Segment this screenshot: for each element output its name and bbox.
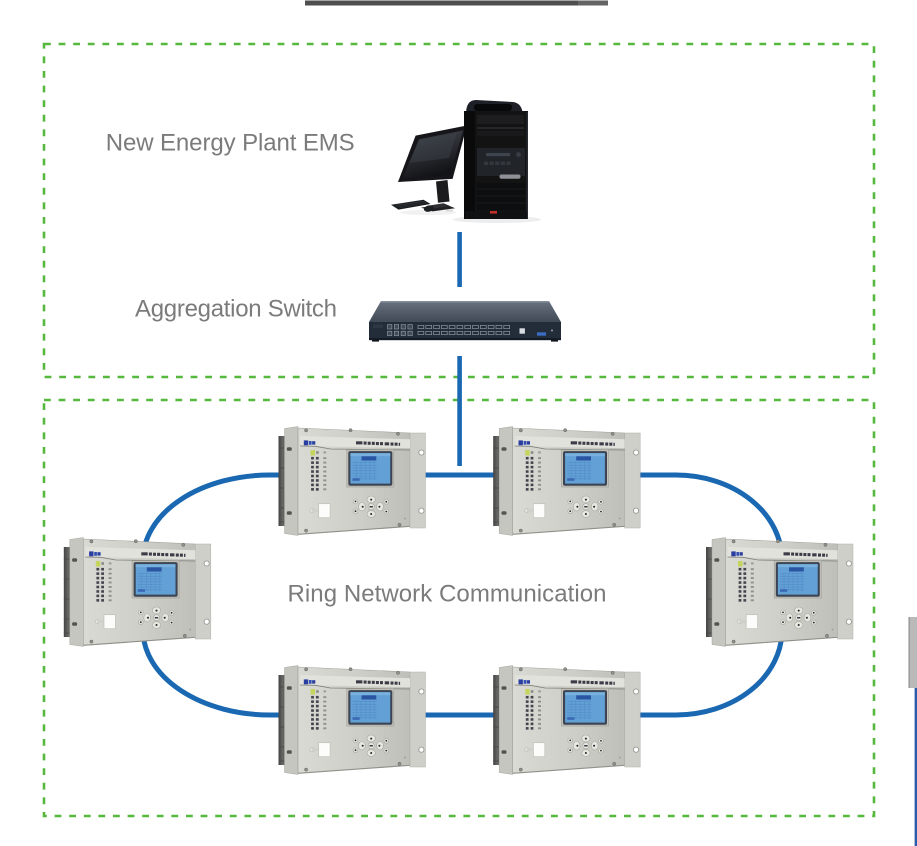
- svg-text:Ring Network Communication: Ring Network Communication: [288, 581, 607, 608]
- svg-text:Aggregation Switch: Aggregation Switch: [135, 295, 337, 322]
- svg-text:New Energy Plant EMS: New Energy Plant EMS: [106, 129, 355, 156]
